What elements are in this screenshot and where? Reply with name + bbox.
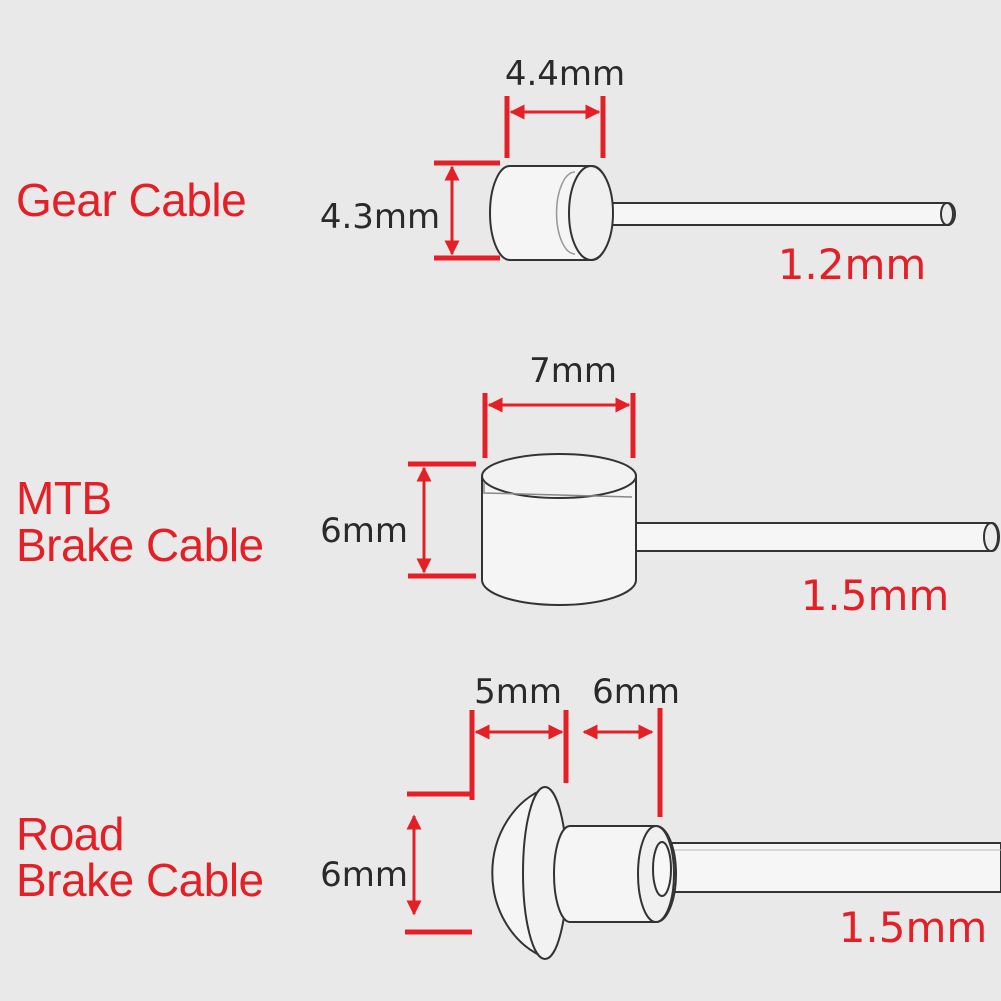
gear-cable-drawing: 4.4mm 4.3mm 1.2mm (320, 54, 956, 289)
mtb-height-text: 6mm (320, 511, 408, 551)
mtb-wire-diameter-text: 1.5mm (801, 571, 950, 620)
road-wire (659, 842, 1001, 893)
mtb-width-dimension: 7mm (482, 351, 636, 458)
gear-wire (589, 202, 956, 226)
road-cable-drawing: 5mm 6mm 6mm 1.5mm (320, 672, 1001, 960)
gear-height-dimension: 4.3mm (320, 160, 500, 261)
road-neck (553, 825, 677, 923)
road-neck-width-dimension: 6mm (582, 672, 680, 817)
mtb-label-line2: Brake Cable (16, 519, 264, 571)
road-neck-width-text: 6mm (592, 672, 680, 712)
mtb-label-line1: MTB (16, 472, 112, 524)
gear-head (489, 165, 614, 261)
gear-width-dimension: 4.4mm (504, 54, 625, 158)
gear-wire-diameter-text: 1.2mm (778, 240, 927, 289)
mtb-height-dimension: 6mm (320, 461, 476, 579)
gear-height-text: 4.3mm (320, 197, 440, 237)
road-label-line1: Road (16, 808, 124, 860)
mtb-wire (621, 522, 1000, 552)
road-wire-diameter-text: 1.5mm (839, 903, 988, 952)
road-dome-width-text: 5mm (474, 672, 562, 712)
road-height-dimension: 6mm (320, 814, 472, 935)
road-dome-head (491, 786, 568, 960)
mtb-width-text: 7mm (529, 351, 617, 391)
road-height-text: 6mm (320, 855, 408, 895)
mtb-cable-drawing: 7mm 6mm 1.5mm (320, 351, 1000, 620)
road-label-line2: Brake Cable (16, 854, 264, 906)
gear-width-text: 4.4mm (505, 54, 625, 94)
mtb-head (481, 453, 637, 606)
gear-cable-label: Gear Cable (16, 174, 247, 226)
road-dome-width-dimension: 5mm (407, 672, 569, 800)
